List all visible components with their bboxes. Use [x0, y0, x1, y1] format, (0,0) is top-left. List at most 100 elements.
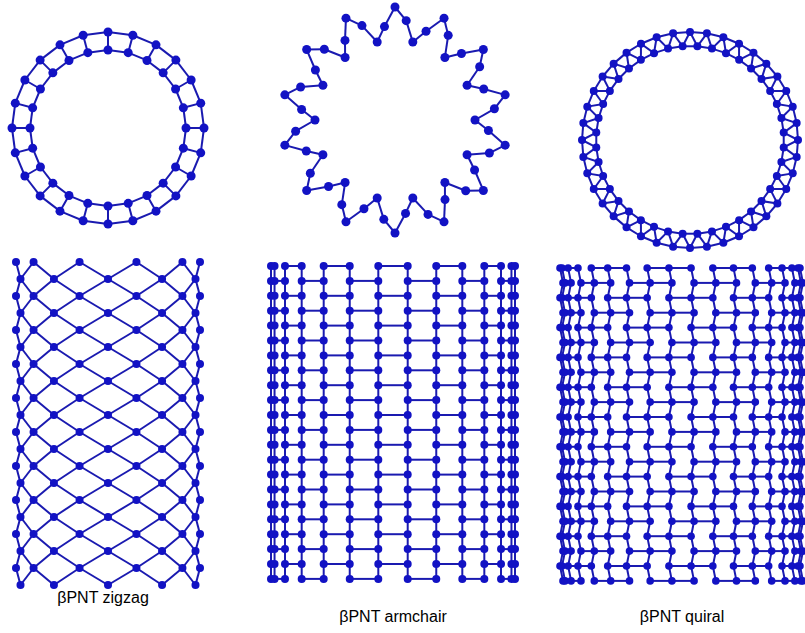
- atom-ball: [440, 14, 449, 23]
- atom-ball: [703, 29, 711, 37]
- atom-ball: [12, 428, 20, 436]
- atom-ball: [374, 381, 382, 389]
- atom-ball: [346, 545, 354, 553]
- atom-ball: [30, 496, 38, 504]
- bond-line: [108, 347, 136, 364]
- atom-ball: [187, 172, 196, 181]
- atom-ball: [606, 87, 614, 95]
- atom-ball: [298, 322, 306, 330]
- atom-ball: [281, 396, 289, 404]
- atom-ball: [318, 81, 327, 90]
- atom-ball: [432, 456, 440, 464]
- atom-ball: [650, 223, 658, 231]
- atom-ball: [404, 262, 412, 270]
- atom-ball: [12, 496, 20, 504]
- bond-line: [408, 578, 437, 580]
- atom-ball: [271, 441, 279, 449]
- atom-ball: [104, 275, 112, 283]
- atom-ball: [480, 337, 488, 345]
- bond-line: [378, 354, 407, 356]
- atom-ball: [404, 575, 412, 583]
- atom-ball: [757, 197, 765, 205]
- atom-ball: [497, 351, 505, 359]
- atom-ball: [708, 45, 716, 53]
- atom-ball: [83, 48, 92, 57]
- atom-ball: [298, 337, 306, 345]
- atom-ball: [379, 215, 388, 224]
- atom-ball: [20, 76, 29, 85]
- atom-ball: [789, 103, 797, 111]
- atom-ball: [664, 45, 672, 53]
- atom-ball: [404, 351, 412, 359]
- atom-ball: [346, 500, 354, 508]
- atom-ball: [320, 322, 328, 330]
- atom-ball: [374, 307, 382, 315]
- bond-line: [378, 474, 407, 476]
- atom-ball: [281, 292, 289, 300]
- bond-line: [378, 414, 407, 416]
- atom-ball: [104, 220, 113, 229]
- armchair-cross-section: [280, 3, 509, 238]
- bond-line: [108, 279, 136, 296]
- atom-ball: [404, 307, 412, 315]
- atom-ball: [158, 275, 166, 283]
- atom-ball: [440, 178, 449, 187]
- atom-ball: [50, 309, 58, 317]
- atom-ball: [480, 560, 488, 568]
- atom-ball: [159, 179, 168, 188]
- atom-ball: [346, 575, 354, 583]
- atom-ball: [298, 456, 306, 464]
- atom-ball: [480, 307, 488, 315]
- bond-line: [80, 534, 108, 551]
- atom-ball: [780, 143, 788, 151]
- bond-line: [54, 517, 80, 534]
- atom-ball: [793, 119, 801, 127]
- atom-ball: [497, 426, 505, 434]
- atom-ball: [36, 163, 45, 172]
- atom-ball: [178, 530, 186, 538]
- atom-ball: [341, 53, 350, 62]
- bond-line: [350, 340, 379, 342]
- bond-line: [408, 310, 437, 312]
- atom-ball: [497, 396, 505, 404]
- atom-ball: [480, 515, 488, 523]
- atom-ball: [374, 560, 382, 568]
- atom-ball: [490, 104, 499, 113]
- atom-ball: [424, 210, 433, 219]
- bond-line: [136, 466, 162, 483]
- atom-ball: [132, 326, 140, 334]
- atom-ball: [404, 456, 412, 464]
- atom-ball: [291, 127, 300, 136]
- bond-line: [136, 483, 162, 500]
- atom-ball: [497, 307, 505, 315]
- atom-ball: [444, 31, 453, 40]
- atom-ball: [735, 40, 743, 48]
- atom-ball: [281, 545, 289, 553]
- atom-ball: [511, 545, 519, 553]
- atom-ball: [271, 396, 279, 404]
- bond-line: [54, 551, 80, 568]
- atom-ball: [281, 515, 289, 523]
- bond-line: [136, 296, 162, 313]
- atom-ball: [432, 381, 440, 389]
- atom-ball: [664, 227, 672, 235]
- bond-line: [80, 330, 108, 347]
- bond-line: [108, 398, 136, 415]
- atom-ball: [159, 68, 168, 77]
- atom-ball: [432, 351, 440, 359]
- atom-ball: [432, 262, 440, 270]
- atom-ball: [346, 381, 354, 389]
- atom-ball: [341, 14, 350, 23]
- atom-ball: [281, 441, 289, 449]
- atom-ball: [497, 575, 505, 583]
- atom-ball: [679, 42, 687, 50]
- bond-line: [350, 459, 379, 461]
- atom-ball: [708, 227, 716, 235]
- atom-ball: [298, 396, 306, 404]
- atom-ball: [404, 322, 412, 330]
- atom-ball: [320, 292, 328, 300]
- atom-ball: [281, 486, 289, 494]
- atom-ball: [298, 351, 306, 359]
- bond-line: [408, 340, 437, 342]
